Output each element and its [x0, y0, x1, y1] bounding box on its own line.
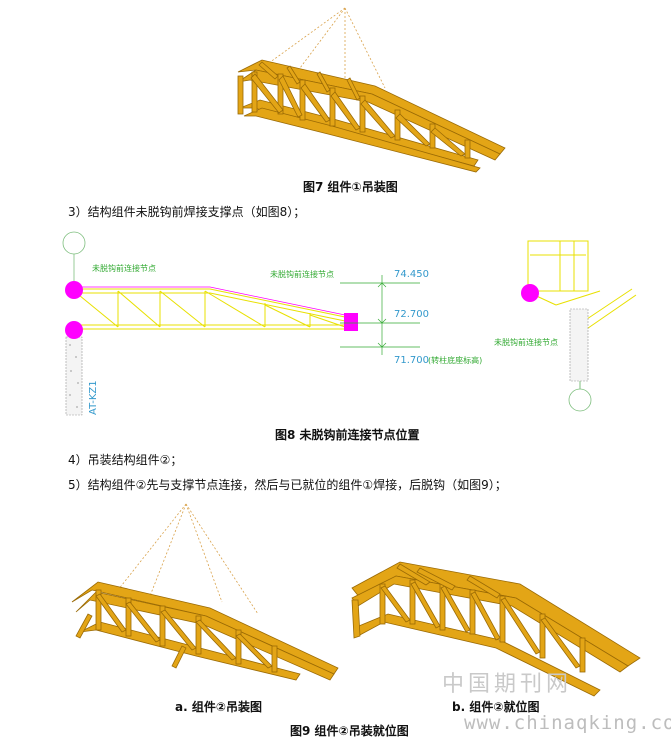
elevation-mid: 72.700 [394, 309, 429, 320]
column-top-circle [62, 231, 86, 255]
label-node-left: 未脱钩前连接节点 [92, 263, 156, 273]
elevation-bottom: 71.700 [394, 355, 429, 366]
elevation-top: 74.450 [394, 269, 429, 280]
end-support-block [344, 313, 358, 331]
node-marker-bottom [65, 321, 83, 339]
figure-8-connection-drawing: 未脱钩前连接节点 未脱钩前连接节点 74.450 72.700 71.700 (… [62, 231, 637, 416]
lifting-cables-9a [117, 503, 259, 615]
figure-9-caption: 图9 组件②吊装就位图 [290, 724, 409, 738]
column-hatch [65, 336, 83, 416]
truss-component-2-in-place [351, 561, 641, 697]
truss-cad-lines [73, 288, 346, 330]
figure-8-caption: 图8 未脱钩前连接节点位置 [275, 428, 420, 442]
section-view [527, 240, 637, 412]
figure-7-lifting-drawing [237, 7, 506, 173]
figure-9b-in-place-drawing [351, 561, 641, 697]
truss-component-1 [237, 59, 506, 173]
section-node-marker [521, 284, 539, 302]
step-5-text: 5）结构组件②先与支撑节点连接，然后与已就位的组件①焊接，后脱钩（如图9）； [68, 478, 507, 492]
column-label: AT-KZ1 [88, 380, 99, 415]
figure-9b-subcaption: b. 组件②就位图 [452, 700, 540, 714]
node-marker-top [65, 281, 83, 299]
step-3-text: 3）结构组件未脱钩前焊接支撑点（如图8）； [68, 205, 306, 219]
lifting-cables [261, 7, 386, 89]
elevation-bottom-note: (转柱底座标高) [428, 355, 482, 365]
watermark-url: www.chinaqking.com [464, 712, 671, 734]
figure-7-caption: 图7 组件①吊装图 [303, 180, 398, 194]
truss-component-2-lifting [71, 581, 339, 681]
step-4-text: 4）吊装结构组件②； [68, 453, 183, 467]
figure-9a-subcaption: a. 组件②吊装图 [175, 700, 262, 714]
label-node-right: 未脱钩前连接节点 [494, 337, 558, 347]
label-node-mid: 未脱钩前连接节点 [270, 269, 334, 279]
elevation-marks [340, 275, 420, 355]
watermark-cn: 中国期刊网 [442, 672, 573, 697]
figure-9a-lifting-drawing [71, 503, 339, 681]
